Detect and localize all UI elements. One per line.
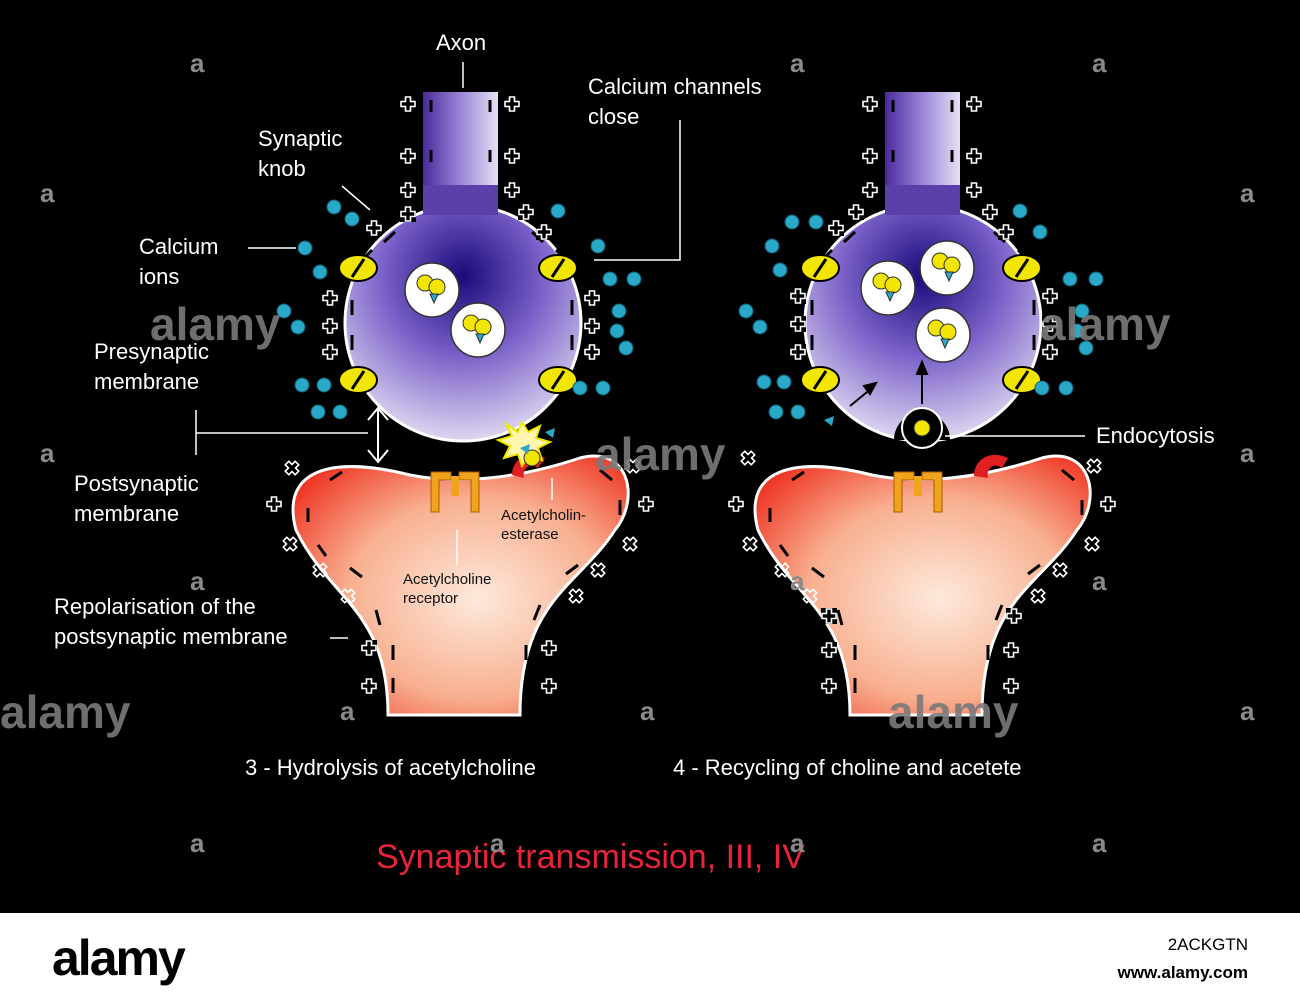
alamy-logo: alamy	[52, 930, 186, 986]
label-presynaptic-2: membrane	[94, 369, 199, 394]
label-endocytosis: Endocytosis	[1096, 423, 1215, 448]
leader-lines	[195, 62, 1085, 639]
svg-text:a: a	[1240, 438, 1255, 468]
label-calcium-channels-2: close	[588, 104, 639, 129]
svg-text:a: a	[1092, 828, 1107, 858]
label-receptor-2: receptor	[403, 590, 458, 607]
label-synaptic-knob-2: knob	[258, 156, 306, 181]
stock-footer: alamy 2ACKGTN www.alamy.com	[0, 913, 1300, 1003]
left-postsynaptic-cell	[291, 454, 630, 717]
left-synapse	[265, 92, 655, 717]
svg-text:a: a	[340, 696, 355, 726]
label-postsynaptic-1: Postsynaptic	[74, 471, 199, 496]
right-esterase	[974, 454, 1008, 478]
left-axon	[423, 92, 498, 205]
svg-text:a: a	[790, 566, 805, 596]
watermark-word-3: alamy	[1040, 298, 1171, 350]
right-axon	[885, 92, 960, 205]
svg-text:a: a	[1092, 48, 1107, 78]
svg-text:a: a	[1240, 696, 1255, 726]
label-presynaptic-1: Presynaptic	[94, 339, 209, 364]
label-postsynaptic-2: membrane	[74, 501, 179, 526]
watermark-word-4: alamy	[0, 686, 131, 738]
label-calcium-channels-1: Calcium channels	[588, 74, 762, 99]
svg-text:a: a	[1240, 178, 1255, 208]
label-calcium-ions-1: Calcium	[139, 234, 218, 259]
diagram-title: Synaptic transmission, III, IV	[376, 838, 805, 876]
svg-text:a: a	[40, 438, 55, 468]
svg-text:a: a	[790, 828, 805, 858]
caption-left: 3 - Hydrolysis of acetylcholine	[245, 755, 536, 780]
label-esterase-1: Acetylcholin-	[501, 507, 586, 524]
watermark-letters: a a a a a a a a a a a a a a a a a	[40, 48, 1255, 858]
svg-text:a: a	[190, 828, 205, 858]
svg-text:a: a	[1092, 566, 1107, 596]
watermark-word-5: alamy	[888, 686, 1019, 738]
right-synapse	[727, 92, 1117, 717]
label-receptor-1: Acetylcholine	[403, 571, 491, 588]
svg-text:a: a	[490, 828, 505, 858]
watermark-overlay: alamy alamy alamy alamy alamy	[0, 298, 1171, 738]
watermark-word-2: alamy	[595, 428, 726, 480]
label-repolarisation-2: postsynaptic membrane	[54, 624, 288, 649]
svg-text:a: a	[40, 178, 55, 208]
label-calcium-ions-2: ions	[139, 264, 179, 289]
label-synaptic-knob-1: Synaptic	[258, 126, 342, 151]
caption-right: 4 - Recycling of choline and acetete	[673, 755, 1022, 780]
label-repolarisation-1: Repolarisation of the	[54, 594, 256, 619]
watermark-word-1: alamy	[150, 298, 281, 350]
label-esterase-2: esterase	[501, 526, 559, 543]
svg-text:a: a	[190, 566, 205, 596]
image-id: 2ACKGTN	[1167, 935, 1248, 954]
svg-text:a: a	[790, 48, 805, 78]
svg-text:a: a	[190, 48, 205, 78]
stock-url: www.alamy.com	[1117, 963, 1248, 982]
right-postsynaptic-cell	[753, 454, 1092, 717]
label-axon: Axon	[436, 30, 486, 55]
svg-text:a: a	[640, 696, 655, 726]
